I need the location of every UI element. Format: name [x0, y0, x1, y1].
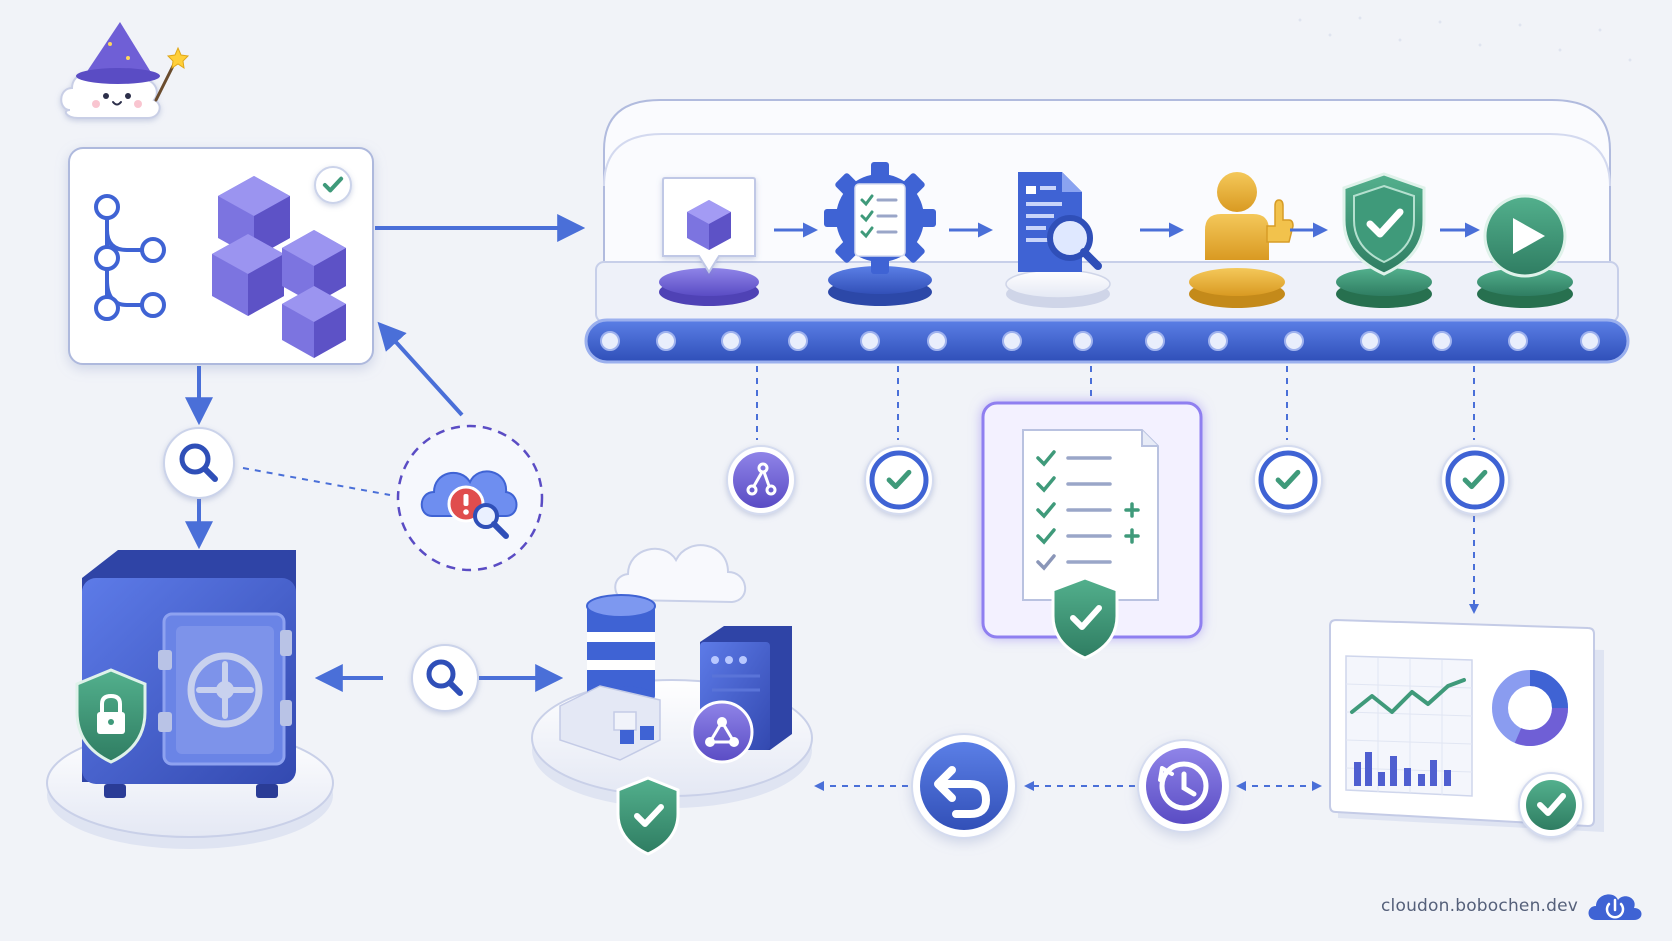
belt-roller	[1432, 331, 1452, 351]
check-shield-icon	[616, 776, 680, 856]
belt-roller	[860, 331, 880, 351]
check-circle-marker	[1440, 445, 1510, 515]
lock-shield-icon	[75, 668, 147, 764]
check-badge-icon	[1518, 772, 1584, 838]
database-server-icon	[531, 544, 813, 808]
branch-merge-icon	[746, 462, 777, 496]
gear-checklist-icon	[824, 162, 936, 274]
check-circle-marker	[864, 445, 934, 515]
belt-roller	[721, 331, 741, 351]
belt-roller	[1580, 331, 1600, 351]
repository-panel	[68, 147, 374, 365]
belt-roller	[1145, 331, 1165, 351]
belt-roller	[656, 331, 676, 351]
pipeline-stage-build	[824, 162, 936, 306]
undo-arrow-icon	[911, 733, 1017, 839]
magnifier-icon	[163, 427, 235, 499]
security-shield-icon	[1342, 172, 1426, 276]
background-dots	[1298, 16, 1632, 62]
network-share-icon	[690, 700, 754, 764]
belt-roller	[1284, 331, 1304, 351]
power-cloud-icon	[1588, 894, 1642, 920]
conveyor-belt	[584, 318, 1630, 364]
belt-roller	[1508, 331, 1528, 351]
checklist-document-icon	[1022, 429, 1159, 601]
clock-history-icon	[1137, 739, 1231, 833]
belt-roller	[1360, 331, 1380, 351]
deploy-play-icon	[1483, 194, 1567, 278]
donut-chart-icon	[1492, 670, 1568, 746]
site-url-label[interactable]: cloudon.bobochen.dev	[1381, 896, 1579, 916]
belt-roller	[1002, 331, 1022, 351]
belt-roller	[1073, 331, 1093, 351]
pipeline-stage-approval	[1189, 172, 1294, 308]
pipeline-stage-security	[1336, 172, 1432, 308]
checklist-card	[981, 401, 1203, 660]
belt-roller	[1208, 331, 1228, 351]
cube-stack-icon	[212, 176, 346, 358]
check-badge-icon	[314, 166, 352, 204]
belt-rollers	[600, 331, 1600, 351]
git-branch-icon	[94, 194, 166, 321]
package-cube-icon	[687, 200, 731, 250]
document-search-icon	[1018, 172, 1102, 272]
connectors	[185, 214, 586, 692]
approval-person-icon	[1205, 172, 1294, 260]
pipeline-stage-deploy	[1477, 194, 1573, 308]
dashed-connectors	[242, 366, 1479, 791]
pipeline-stage-review	[1005, 172, 1111, 308]
belt-roller	[927, 331, 947, 351]
check-shield-icon	[1051, 576, 1119, 660]
pipeline-stage-package	[659, 177, 759, 306]
magnifier-icon	[411, 644, 479, 712]
branch-merge-marker	[726, 445, 796, 515]
belt-roller	[788, 331, 808, 351]
cloud-alert-search-icon	[396, 424, 544, 572]
belt-roller	[600, 331, 620, 351]
wizard-cloud-icon	[60, 22, 190, 119]
check-circle-marker	[1253, 445, 1323, 515]
